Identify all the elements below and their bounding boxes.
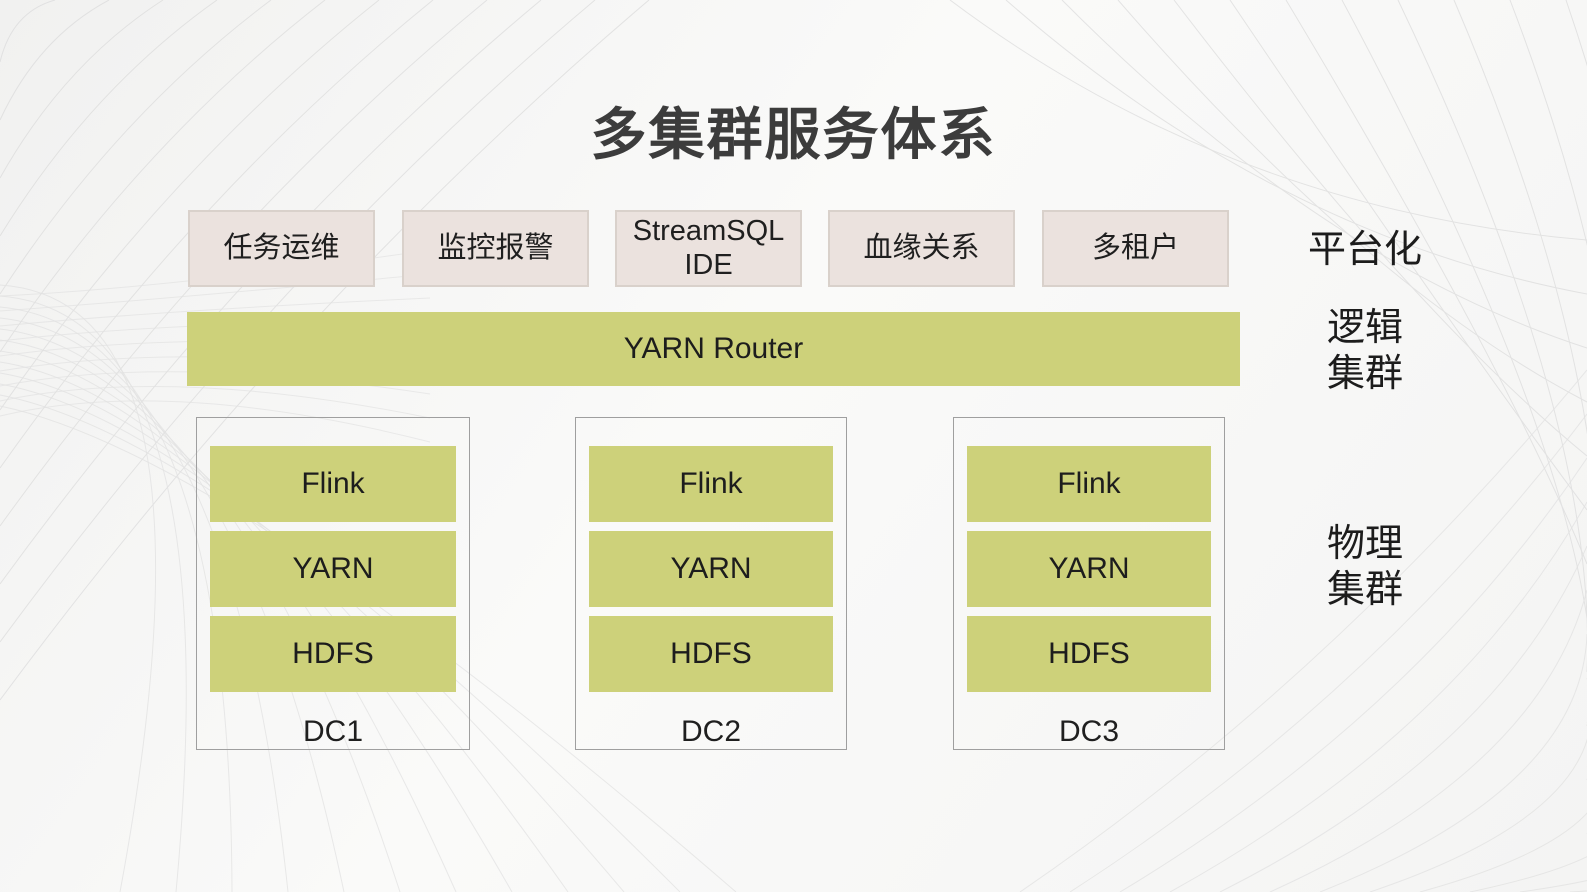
platform-box-streamsql: StreamSQL IDE <box>615 210 802 287</box>
platform-box-label: 监控报警 <box>437 231 554 264</box>
component-flink: Flink <box>967 446 1211 522</box>
yarn-router-label: YARN Router <box>623 332 804 365</box>
platform-box-monitoring: 监控报警 <box>402 210 589 287</box>
cluster-name: DC2 <box>680 715 741 748</box>
platform-box-multitenant: 多租户 <box>1042 210 1229 287</box>
component-hdfs: HDFS <box>210 616 456 692</box>
platform-box-task-ops: 任务运维 <box>188 210 375 287</box>
platform-box-label: StreamSQL IDE <box>632 215 785 281</box>
component-yarn: YARN <box>210 531 456 607</box>
platform-box-label: 任务运维 <box>223 231 340 264</box>
platform-box-lineage: 血缘关系 <box>828 210 1015 287</box>
component-flink: Flink <box>210 446 456 522</box>
component-hdfs: HDFS <box>589 616 833 692</box>
component-hdfs: HDFS <box>967 616 1211 692</box>
side-label-line: 物理 <box>1326 523 1403 565</box>
side-label-line: 集群 <box>1326 353 1403 395</box>
side-label-line: 逻辑 <box>1326 307 1403 349</box>
side-label-platform: 平台化 <box>1307 229 1422 271</box>
side-label-physical-cluster: 物理 集群 <box>1285 521 1445 613</box>
page-title: 多集群服务体系 <box>590 103 997 166</box>
component-yarn: YARN <box>967 531 1211 607</box>
yarn-router-bar: YARN Router <box>187 312 1240 386</box>
cluster-dc2: Flink YARN HDFS DC2 <box>575 417 847 750</box>
component-flink: Flink <box>589 446 833 522</box>
cluster-dc3: Flink YARN HDFS DC3 <box>953 417 1225 750</box>
platform-box-label: 多租户 <box>1091 231 1179 264</box>
cluster-dc1: Flink YARN HDFS DC1 <box>196 417 470 750</box>
platform-box-label: 血缘关系 <box>863 231 980 264</box>
cluster-name: DC3 <box>1058 715 1119 748</box>
cluster-name: DC1 <box>302 715 363 748</box>
component-yarn: YARN <box>589 531 833 607</box>
side-label-line: 集群 <box>1326 569 1403 611</box>
side-label-logical-cluster: 逻辑 集群 <box>1285 305 1445 397</box>
